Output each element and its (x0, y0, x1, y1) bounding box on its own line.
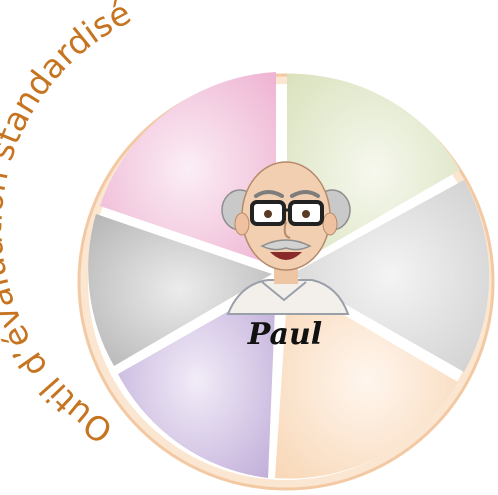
segment-peach (275, 282, 458, 479)
segment-gray (292, 180, 490, 372)
elderly-man-cartoon-icon (221, 161, 351, 315)
segment-dark-gray (88, 214, 273, 366)
character-name: Paul (247, 317, 322, 352)
segment-lilac (118, 284, 276, 478)
wheel-segments (88, 72, 490, 479)
